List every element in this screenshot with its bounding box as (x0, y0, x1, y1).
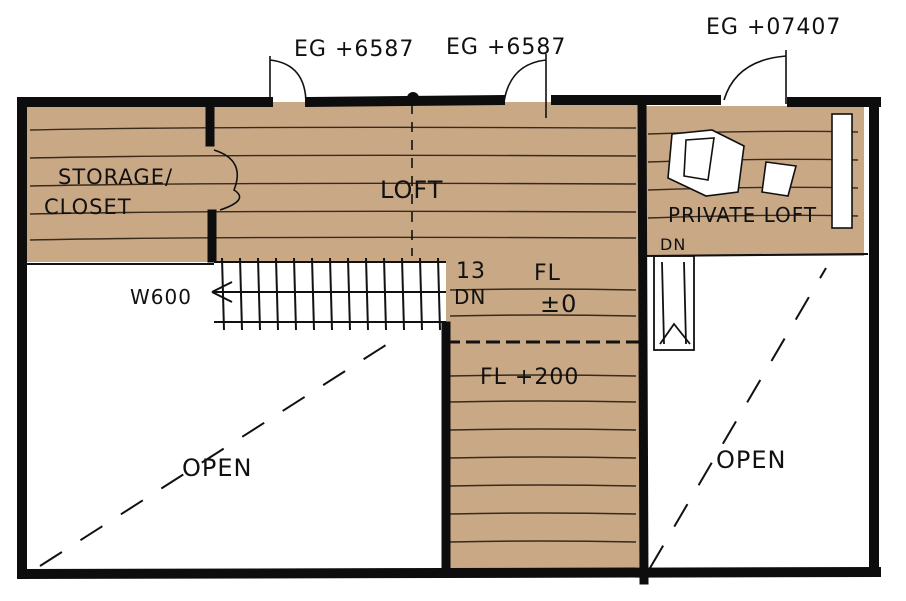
floor-board-lines (29, 126, 859, 543)
door-swing-2 (503, 54, 547, 118)
label-eg-3: EG +07407 (706, 15, 841, 40)
label-fl: FL (534, 261, 561, 286)
label-private-dn: DN (660, 235, 686, 254)
walls (16, 94, 882, 585)
label-stair-count: 13 (456, 259, 486, 284)
label-open-right: OPEN (716, 446, 786, 474)
label-fl-lower: FL +200 (480, 365, 579, 390)
wall-private-left (637, 97, 649, 585)
door-swing-3 (723, 50, 787, 104)
closet-door-swing (213, 149, 241, 211)
private-loft-shelf (831, 113, 853, 229)
label-open-left: OPEN (182, 454, 252, 482)
floor-landing (446, 262, 640, 570)
label-storage-2: CLOSET (44, 195, 132, 219)
label-storage-1: STORAGE/ (58, 165, 173, 189)
stair (211, 257, 446, 331)
label-stair-dn: DN (454, 285, 486, 309)
label-eg-2: EG +6587 (446, 35, 566, 60)
door-swing-1 (269, 56, 307, 105)
private-loft-furniture (667, 129, 798, 197)
private-loft-ladder (653, 255, 695, 351)
wall-top-mid (304, 94, 506, 108)
label-private-loft: PRIVATE LOFT (668, 203, 817, 227)
open-to-below-lines (39, 267, 827, 569)
wall-closet (205, 99, 217, 263)
label-fl-value: ±0 (540, 290, 577, 318)
door-swings (213, 50, 787, 211)
label-w600: W600 (130, 285, 192, 309)
label-eg-1: EG +6587 (294, 37, 414, 62)
label-loft: LOFT (380, 176, 443, 204)
loft-edges (24, 253, 869, 265)
